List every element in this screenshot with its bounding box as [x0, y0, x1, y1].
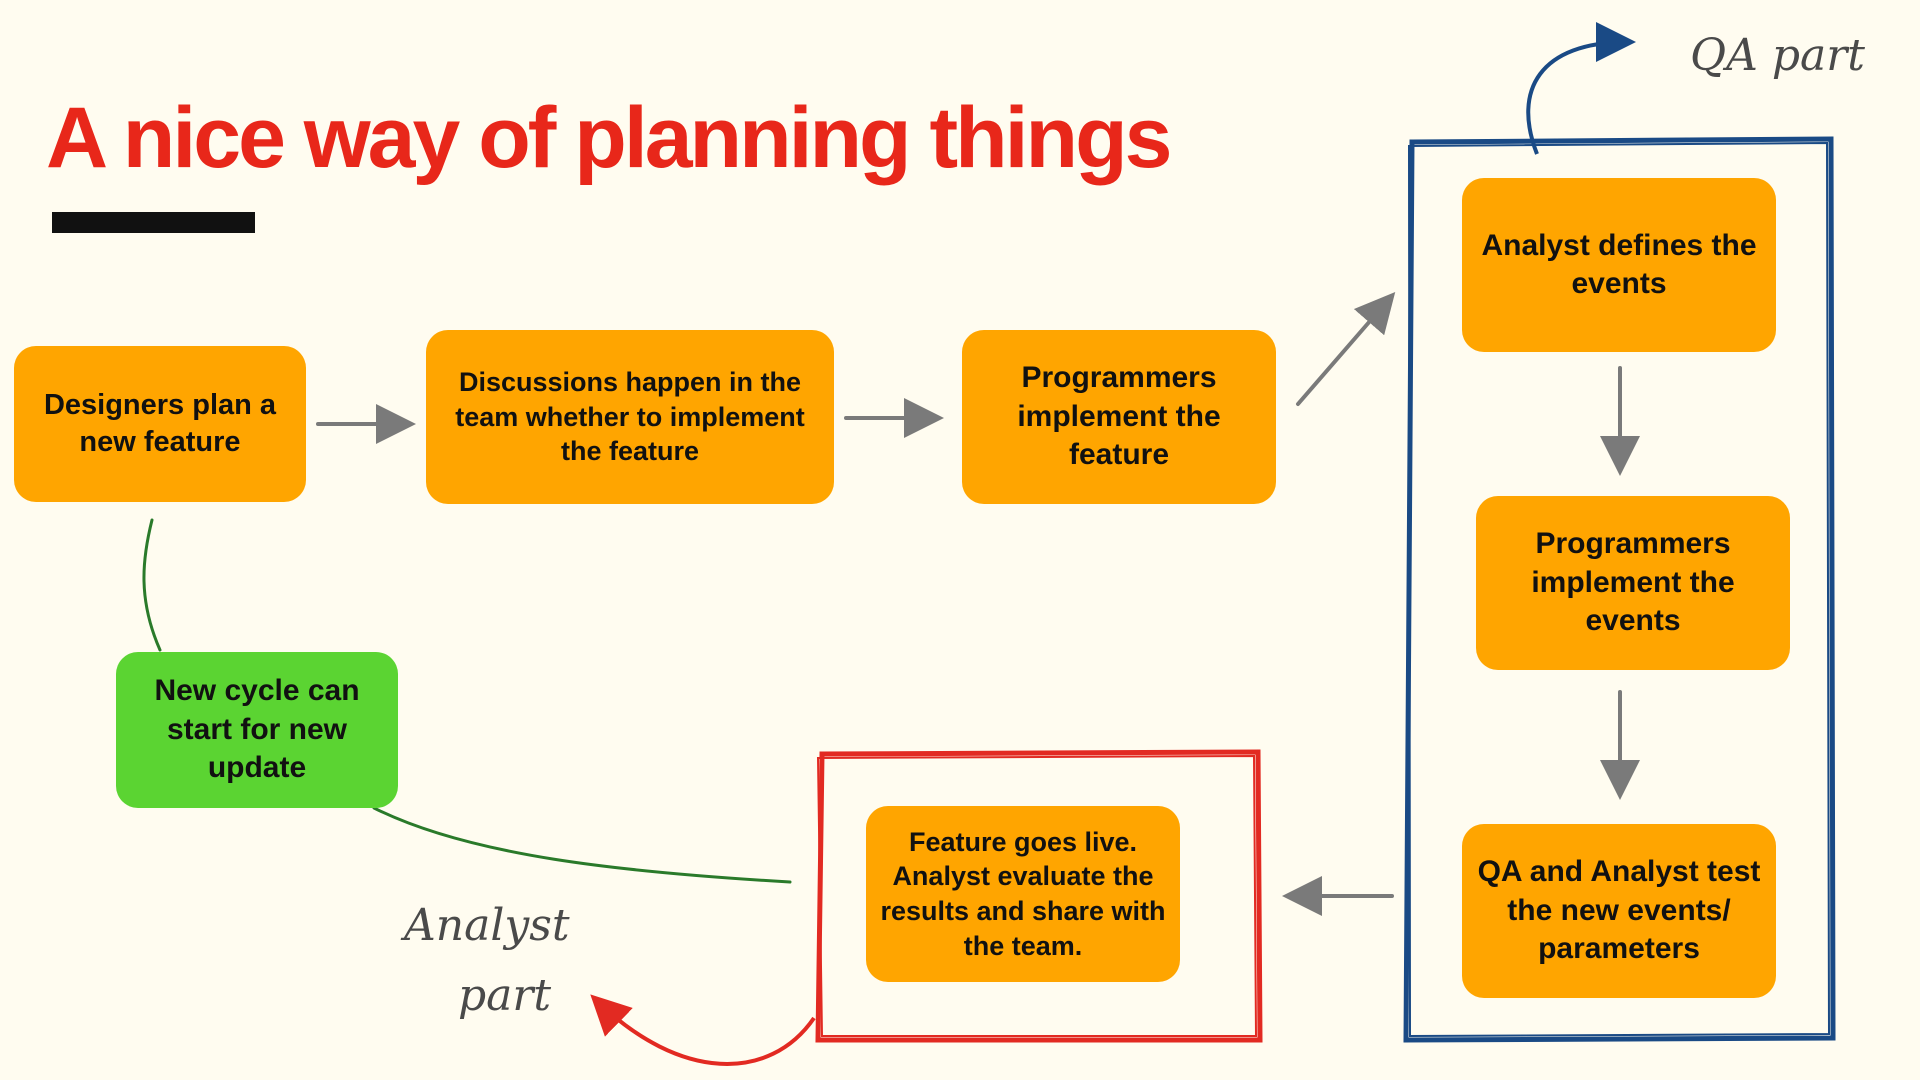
node-discussions: Discussions happen in the team whether t… — [426, 330, 834, 504]
analyst-part-label-line1: Analyst — [404, 900, 570, 951]
qa-frame — [1403, 136, 1836, 1043]
qa-part-arrow — [1526, 22, 1636, 155]
node-designers-plan: Designers plan a new feature — [14, 346, 306, 502]
arrow-programmers-to-analyst — [1296, 291, 1396, 406]
node-new-cycle: New cycle can start for new update — [116, 652, 398, 808]
cycle-line-to-designers — [142, 518, 162, 652]
node-programmers-events: Programmers implement the events — [1476, 496, 1790, 670]
qa-part-label: QA part — [1690, 30, 1865, 81]
analyst-frame — [815, 749, 1263, 1043]
node-analyst-defines: Analyst defines the events — [1462, 178, 1776, 352]
node-programmers-feature: Programmers implement the feature — [962, 330, 1276, 504]
node-qa-test: QA and Analyst test the new events/ para… — [1462, 824, 1776, 998]
title-underline — [52, 212, 255, 233]
cycle-line-from-feature-live — [372, 806, 792, 884]
analyst-part-label-line2: part — [458, 970, 552, 1021]
analyst-part-arrow — [590, 994, 816, 1066]
node-feature-live: Feature goes live. Analyst evaluate the … — [866, 806, 1180, 982]
page-title: A nice way of planning things — [46, 90, 1172, 186]
